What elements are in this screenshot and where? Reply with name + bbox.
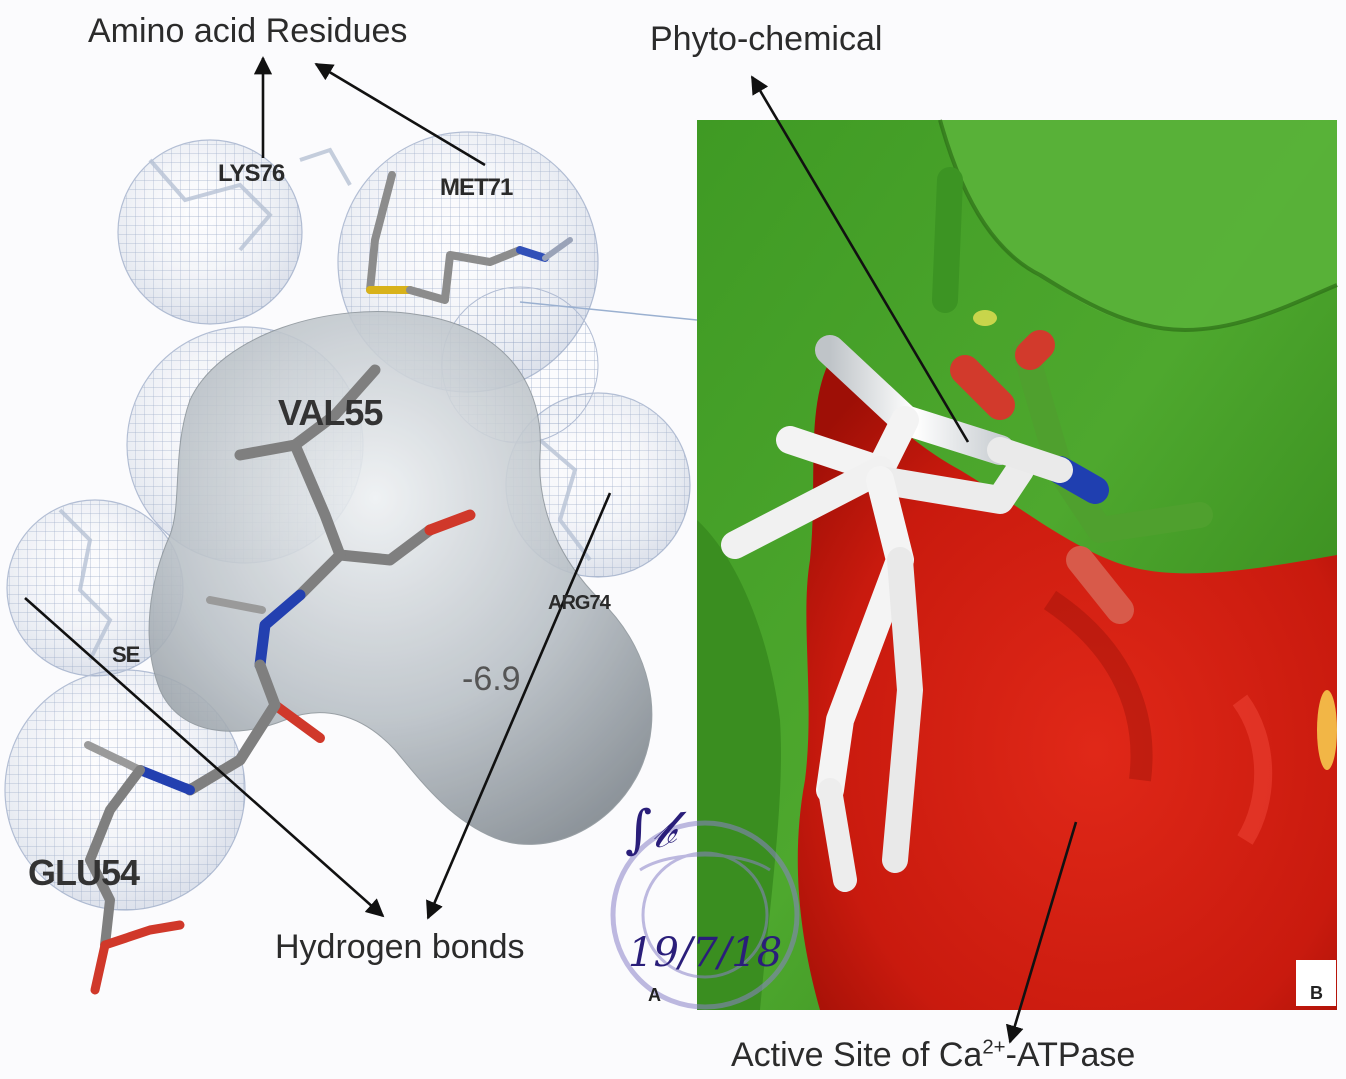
active-site-suffix: -ATPase (1006, 1036, 1136, 1074)
residue-label-arg74: ARG74 (548, 592, 610, 615)
residue-label-glu54: GLU54 (28, 852, 139, 894)
residue-label-met71: MET71 (440, 174, 512, 202)
residue-label-lys76: LYS76 (218, 160, 284, 188)
label-hydrogen-bonds: Hydrogen bonds (275, 928, 525, 967)
label-phyto-chemical: Phyto-chemical (650, 20, 882, 59)
residue-label-val55: VAL55 (278, 392, 382, 434)
arrow-met71-to-label (316, 64, 485, 165)
label-amino-acid-residues: Amino acid Residues (88, 12, 407, 51)
handwritten-signature: ∫𝒷 (625, 800, 674, 861)
label-active-site: Active Site of Ca2+-ATPase (731, 1036, 1135, 1075)
residue-label-ser: SE (112, 642, 139, 668)
active-site-text: Active Site of Ca (731, 1036, 982, 1074)
panel-letter-a: A (648, 985, 661, 1006)
binding-energy-score: -6.9 (462, 660, 521, 699)
signature-date: 19/7/18 (628, 930, 782, 976)
panel-b (697, 120, 1337, 1010)
active-site-superscript: 2+ (982, 1037, 1005, 1059)
panel-letter-b: B (1310, 983, 1323, 1004)
